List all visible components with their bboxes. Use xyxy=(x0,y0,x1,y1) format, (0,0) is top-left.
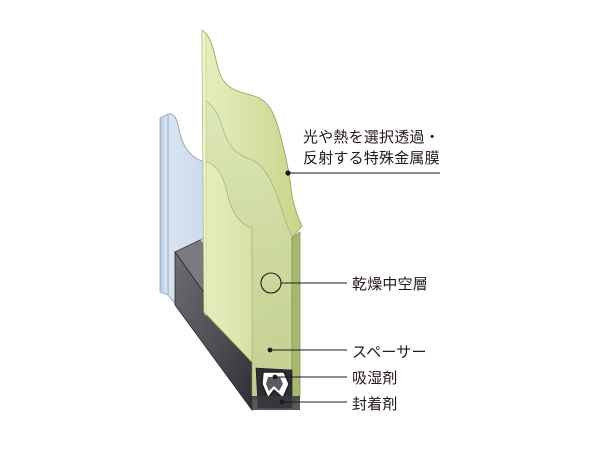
coating-label-line-2: 反射する特殊金属膜 xyxy=(303,149,440,167)
coating-label: 光や熱を選択透過・ 反射する特殊金属膜 xyxy=(303,127,440,169)
leader-dots xyxy=(267,170,291,405)
coating-label-line-1: 光や熱を選択透過・ xyxy=(303,128,440,146)
leader-lines xyxy=(260,172,440,403)
coated-glass-pane xyxy=(201,29,303,406)
sealant-label: 封着剤 xyxy=(352,395,398,413)
sealant-dot xyxy=(279,399,285,405)
coated-glass-edge xyxy=(291,231,301,405)
spacer-label: スペーサー xyxy=(352,343,427,361)
coating-dot xyxy=(285,170,291,176)
desiccant-fill xyxy=(266,377,283,391)
edge-base xyxy=(252,396,300,410)
coated-glass-left-edge xyxy=(201,29,207,317)
outer-glass-edge xyxy=(159,113,169,296)
desiccant-label: 吸湿剤 xyxy=(352,369,398,387)
spacer-dot xyxy=(267,347,273,353)
air-space-label: 乾燥中空層 xyxy=(352,275,429,293)
edge-seal-detail xyxy=(252,367,300,410)
coated-glass-overlap xyxy=(203,99,293,405)
desiccant-dot xyxy=(272,374,278,380)
